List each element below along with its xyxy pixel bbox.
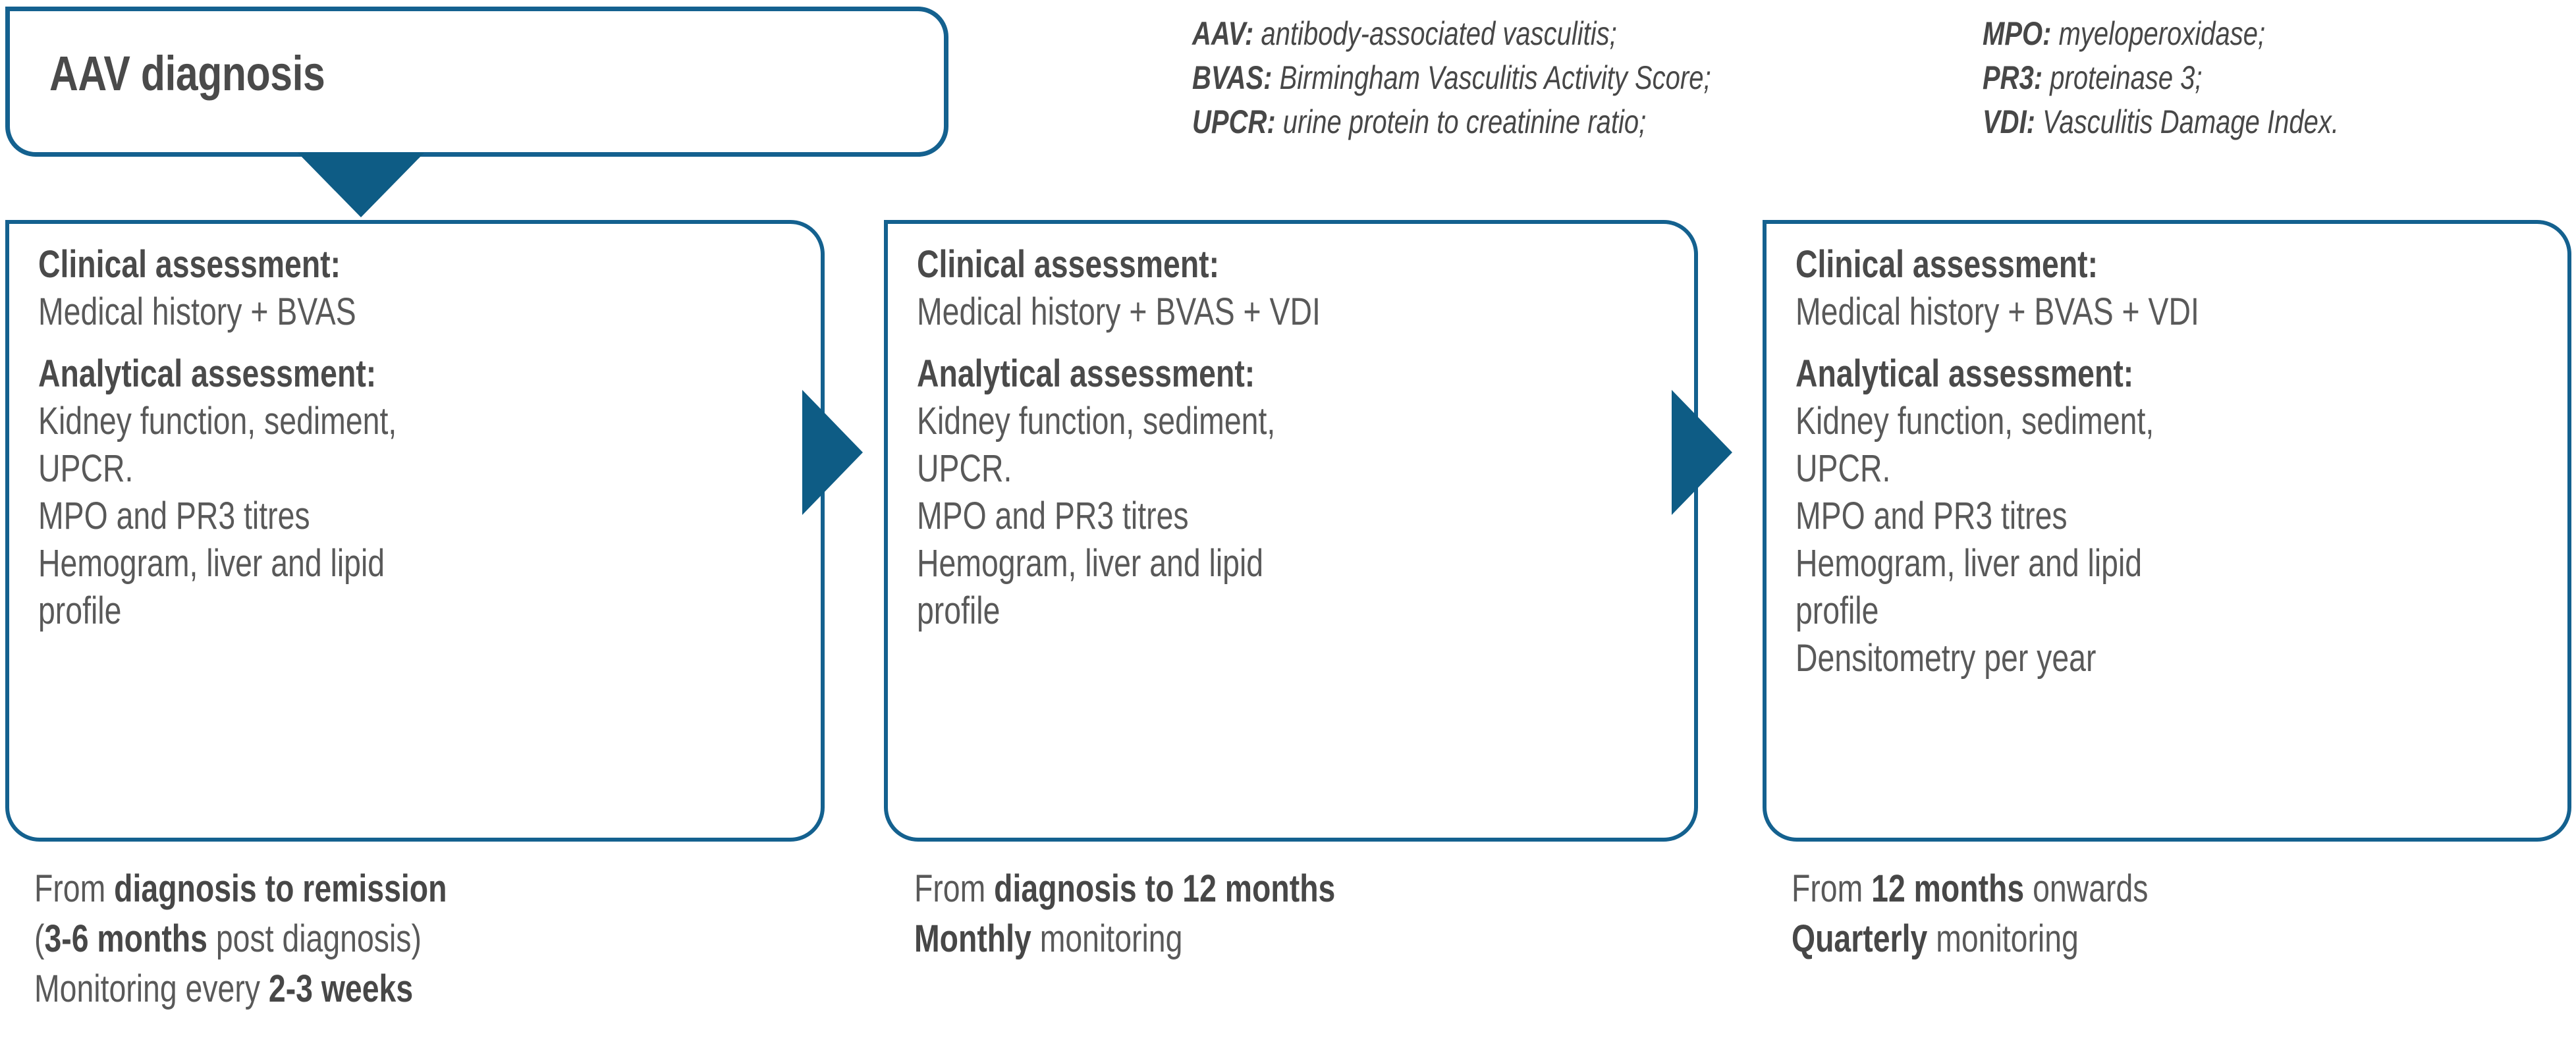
caption-emphasis: diagnosis to 12 months <box>994 867 1336 910</box>
legend-row: UPCR: urine protein to creatinine ratio; <box>1192 100 1983 144</box>
caption-emphasis: 2-3 weeks <box>268 967 414 1010</box>
caption-line: Quarterly monitoring <box>1792 914 2576 964</box>
legend-definition: antibody-associated vasculitis; <box>1261 15 1617 52</box>
panel-caption-1: From diagnosis to remission(3-6 months p… <box>34 864 858 1014</box>
caption-line: (3-6 months post diagnosis) <box>34 914 858 964</box>
analytical-assessment-line: UPCR. <box>917 447 1012 490</box>
caption-emphasis: Monthly <box>914 917 1031 960</box>
page-title: AAV diagnosis <box>49 46 325 101</box>
legend-definition: proteinase 3; <box>2050 59 2203 96</box>
caption-text: Monitoring every <box>34 967 269 1010</box>
aav-diagnosis-header-box: AAV diagnosis <box>5 7 948 157</box>
caption-emphasis: 3-6 months <box>44 917 207 960</box>
clinical-assessment-heading: Clinical assessment: <box>1795 243 2098 286</box>
analytical-assessment-line: Hemogram, liver and lipid <box>38 542 385 585</box>
section-spacer <box>1795 336 2548 350</box>
analytical-assessment-line: MPO and PR3 titres <box>917 495 1189 537</box>
caption-text: post diagnosis) <box>207 917 422 960</box>
caption-text: From <box>34 867 115 910</box>
right-triangle-arrow-icon <box>1672 390 1732 515</box>
analytical-assessment-line: Kidney function, sediment, <box>38 400 397 443</box>
section-spacer <box>917 336 1674 350</box>
right-triangle-arrow-icon <box>802 390 863 515</box>
clinical-assessment-heading: Clinical assessment: <box>917 243 1220 286</box>
legend-definition: Birmingham Vasculitis Activity Score; <box>1279 59 1711 96</box>
legend-row: MPO: myeloperoxidase; <box>1983 12 2569 56</box>
legend-definition: Vasculitis Damage Index. <box>2042 103 2339 140</box>
caption-text: ( <box>34 917 45 960</box>
analytical-assessment-line: Hemogram, liver and lipid <box>917 542 1264 585</box>
legend-abbr: PR3: <box>1983 59 2043 96</box>
caption-emphasis: 12 months <box>1871 867 2025 910</box>
caption-text: onwards <box>2024 867 2149 910</box>
analytical-assessment-line: Kidney function, sediment, <box>917 400 1276 443</box>
caption-line: From 12 months onwards <box>1792 864 2576 914</box>
analytical-assessment-line: Hemogram, liver and lipid <box>1795 542 2143 585</box>
analytical-assessment-line: UPCR. <box>38 447 134 490</box>
caption-text: From <box>914 867 995 910</box>
legend-definition: urine protein to creatinine ratio; <box>1282 103 1647 140</box>
caption-text: From <box>1792 867 1872 910</box>
legend-abbr: UPCR: <box>1192 103 1276 140</box>
panel-body: Clinical assessment:Medical history + BV… <box>1795 241 2548 682</box>
legend-column-left: AAV: antibody-associated vasculitis; BVA… <box>1192 12 1983 150</box>
caption-line: From diagnosis to remission <box>34 864 858 914</box>
legend-row: AAV: antibody-associated vasculitis; <box>1192 12 1983 56</box>
legend-abbr: VDI: <box>1983 103 2035 140</box>
analytical-assessment-line: MPO and PR3 titres <box>1795 495 2068 537</box>
caption-line: Monthly monitoring <box>914 914 1738 964</box>
analytical-assessment-line: MPO and PR3 titres <box>38 495 310 537</box>
assessment-panel-2: Clinical assessment:Medical history + BV… <box>884 220 1698 842</box>
legend-row: BVAS: Birmingham Vasculitis Activity Sco… <box>1192 56 1983 100</box>
assessment-panel-3: Clinical assessment:Medical history + BV… <box>1763 220 2571 842</box>
analytical-assessment-line: UPCR. <box>1795 447 1891 490</box>
legend-row: PR3: proteinase 3; <box>1983 56 2569 100</box>
assessment-panel-1: Clinical assessment:Medical history + BV… <box>5 220 825 842</box>
clinical-assessment-line: Medical history + BVAS <box>38 290 356 333</box>
clinical-assessment-line: Medical history + BVAS + VDI <box>1795 290 2199 333</box>
caption-line: From diagnosis to 12 months <box>914 864 1738 914</box>
caption-text: monitoring <box>1927 917 2079 960</box>
caption-emphasis: diagnosis to remission <box>114 867 447 910</box>
analytical-assessment-line: Kidney function, sediment, <box>1795 400 2154 443</box>
panel-body: Clinical assessment:Medical history + BV… <box>38 241 801 635</box>
analytical-assessment-line: profile <box>1795 589 1879 632</box>
caption-emphasis: Quarterly <box>1792 917 1928 960</box>
clinical-assessment-line: Medical history + BVAS + VDI <box>917 290 1321 333</box>
legend-abbr: BVAS: <box>1192 59 1273 96</box>
abbreviation-legend: AAV: antibody-associated vasculitis; BVA… <box>1192 12 2569 150</box>
analytical-assessment-heading: Analytical assessment: <box>917 352 1255 395</box>
caption-text: monitoring <box>1031 917 1183 960</box>
section-spacer <box>38 336 801 350</box>
legend-abbr: MPO: <box>1983 15 2052 52</box>
analytical-assessment-line: Densitometry per year <box>1795 637 2096 680</box>
analytical-assessment-heading: Analytical assessment: <box>1795 352 2134 395</box>
analytical-assessment-line: profile <box>917 589 1000 632</box>
legend-column-right: MPO: myeloperoxidase; PR3: proteinase 3;… <box>1983 12 2569 150</box>
caption-line: Monitoring every 2-3 weeks <box>34 964 858 1014</box>
clinical-assessment-heading: Clinical assessment: <box>38 243 341 286</box>
legend-abbr: AAV: <box>1192 15 1254 52</box>
panel-body: Clinical assessment:Medical history + BV… <box>917 241 1674 635</box>
analytical-assessment-line: profile <box>38 589 122 632</box>
analytical-assessment-heading: Analytical assessment: <box>38 352 377 395</box>
legend-row: VDI: Vasculitis Damage Index. <box>1983 100 2569 144</box>
legend-definition: myeloperoxidase; <box>2058 15 2266 52</box>
down-triangle-arrow-icon <box>298 153 424 217</box>
